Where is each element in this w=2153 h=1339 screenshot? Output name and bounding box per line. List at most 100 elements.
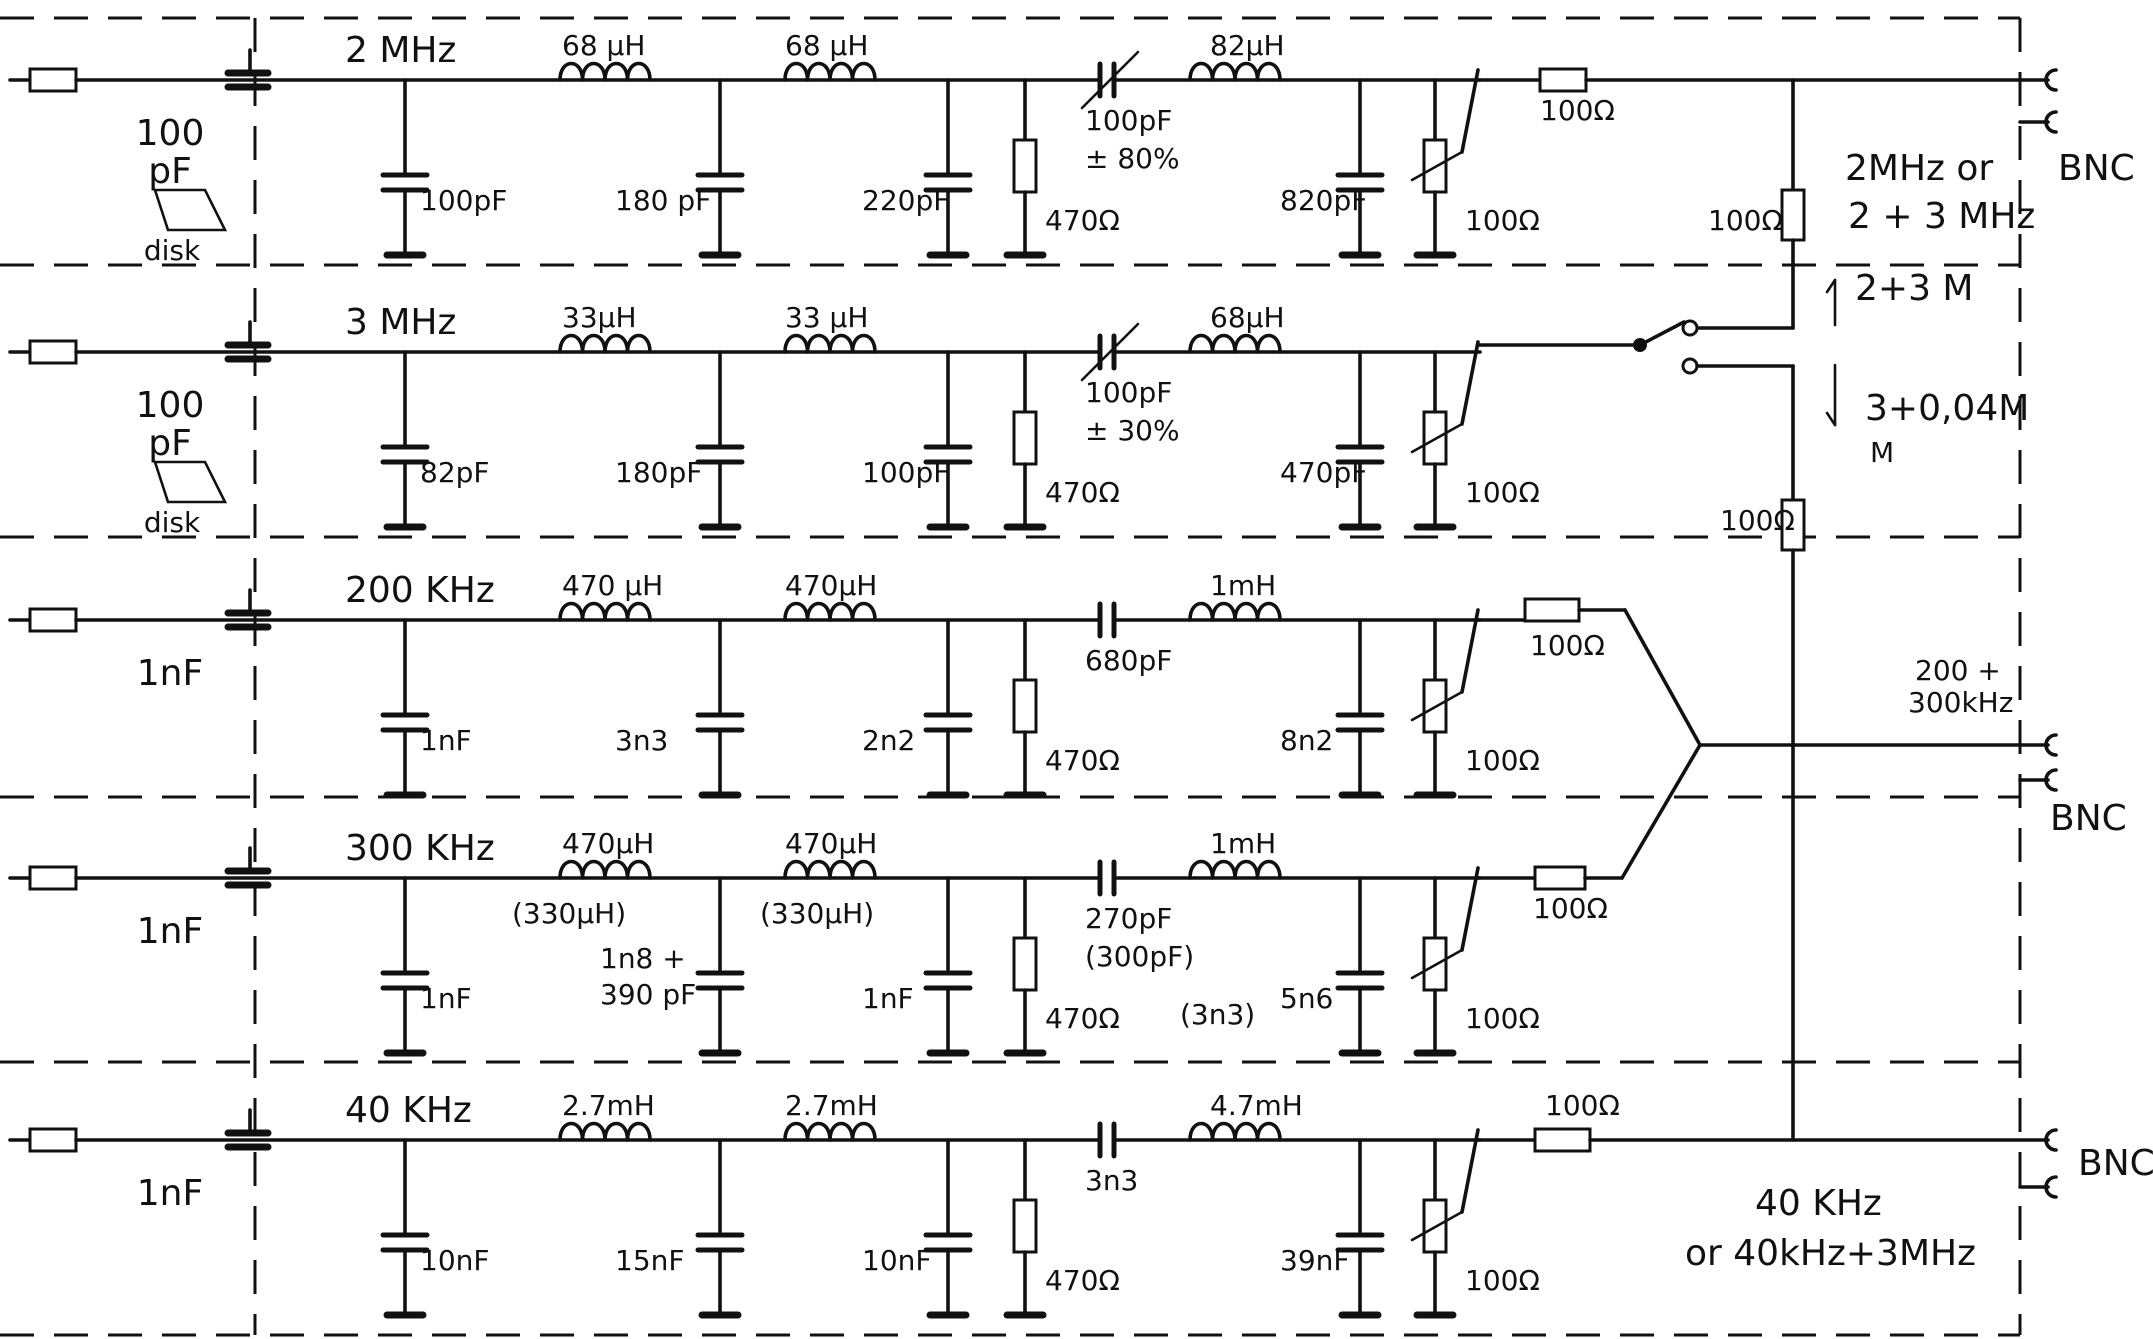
series-capacitor (1080, 322, 1140, 382)
feedthrough-capacitor (224, 320, 272, 363)
coupling-label: 100 (136, 113, 205, 154)
coupling-label: 100 (136, 385, 205, 426)
inductor-3-value: 68µH (1210, 301, 1285, 334)
output-label-40k-line2: or 40kHz+3MHz (1685, 1233, 1976, 1274)
inductor-1-value: 470 µH (562, 569, 663, 602)
shunt-capacitor-2 (695, 350, 745, 531)
shunt-capacitor-3-value: 2n2 (862, 724, 915, 757)
inductor-1-value: 2.7mH (562, 1089, 655, 1122)
shunt-capacitor-1 (380, 78, 430, 259)
output-resistor-300k-value: 100Ω (1533, 892, 1608, 925)
shunt-capacitor-1 (380, 618, 430, 799)
frequency-label: 40 KHz (345, 1090, 472, 1131)
shunt-capacitor-1-value: 1nF (420, 724, 472, 757)
shunt-capacitor-3-value: 100pF (862, 456, 949, 489)
arrow-up-head (1825, 278, 1837, 294)
load-resistor-value: 470Ω (1045, 1264, 1120, 1297)
switch-contact-up (1681, 319, 1699, 337)
output-label-40k-line1: 40 KHz (1755, 1183, 1882, 1224)
series-capacitor (1080, 50, 1140, 110)
series-capacitor (1097, 601, 1117, 639)
coupling-label: 1nF (137, 1173, 203, 1214)
shunt-capacitor-2 (695, 618, 745, 799)
inductor-2-value: 33 µH (785, 301, 868, 334)
inductor-3-value: 82µH (1210, 29, 1285, 62)
inductor-1-alt-value: (330µH) (512, 897, 626, 930)
res-body (1012, 678, 1038, 734)
inductor-2 (783, 333, 877, 354)
trim-potentiometer (1410, 866, 1480, 1057)
series-capacitor (1097, 859, 1117, 897)
shunt-capacitor-1-value: 82pF (420, 456, 490, 489)
shield-borders (0, 16, 2022, 1337)
series-capacitor-value: 100pF (1085, 376, 1172, 409)
output-resistor-40k-value: 100Ω (1545, 1089, 1620, 1122)
shunt-capacitor-2-value: 15nF (615, 1244, 684, 1277)
inductor-coil (1188, 859, 1282, 880)
frequency-label: 200 KHz (345, 570, 495, 611)
pot-wiper-arrow (1410, 422, 1464, 454)
inductor-coil (1188, 61, 1282, 82)
switch-up-label: 2+3 M (1855, 268, 1973, 309)
inductor-3-value: 1mH (1210, 569, 1276, 602)
output-resistor-200k (1523, 597, 1581, 623)
output-resistor-300k (1533, 865, 1587, 891)
shunt-capacitor-1-value: 10nF (420, 1244, 489, 1277)
shunt-capacitor-4-value: 39nF (1280, 1244, 1349, 1277)
pot-wiper-lead (1460, 866, 1480, 952)
shunt-capacitor-2 (695, 78, 745, 259)
shunt-capacitor-2-value: 3n3 (615, 724, 668, 757)
series-capacitor-value: ± 30% (1085, 414, 1180, 447)
res-body (1523, 597, 1581, 623)
shunt-capacitor-1 (380, 350, 430, 531)
shunt-capacitor-4 (1335, 876, 1385, 1057)
variable-cap-arrow (1080, 322, 1140, 382)
bnc-connector-2 (2018, 733, 2058, 792)
shunt-capacitor-3 (923, 1138, 973, 1319)
res-body (1012, 138, 1038, 194)
shunt-capacitor-1 (380, 1138, 430, 1319)
res-body (28, 1127, 78, 1153)
pot-wiper-arrow (1410, 150, 1464, 182)
feedthrough-capacitor (224, 1108, 272, 1151)
output-resistor-2m-value: 100Ω (1540, 94, 1615, 127)
pot-wiper-lead (1460, 608, 1480, 694)
input-resistor (28, 865, 78, 891)
res-body (28, 607, 78, 633)
load-resistor (1003, 618, 1047, 799)
pot-wiper-arrow (1410, 948, 1464, 980)
output-resistor-40k (1533, 1127, 1592, 1153)
inductor-3-value: 1mH (1210, 827, 1276, 860)
inductor-1 (558, 61, 652, 82)
inductor-coil (783, 859, 877, 880)
inductor-coil (783, 601, 877, 622)
series-capacitor-value: (300pF) (1085, 940, 1194, 973)
pot-wiper-lead (1460, 1128, 1480, 1214)
series-capacitor-value: 680pF (1085, 644, 1172, 677)
inductor-coil (558, 333, 652, 354)
res-body (28, 67, 78, 93)
res-body (1533, 1127, 1592, 1153)
inductor-coil (1188, 333, 1282, 354)
coupling-label: pF (148, 423, 192, 464)
inductor-2-value: 470µH (785, 827, 877, 860)
bnc-center (2044, 1128, 2058, 1152)
arrow-down-head (1825, 411, 1837, 427)
coupling-label: 1nF (137, 911, 203, 952)
series-cap-gap (1100, 862, 1114, 894)
coupling-label: 1nF (137, 653, 203, 694)
output-label-2m-line1: 2MHz or (1845, 148, 1993, 189)
feedthrough-capacitor (224, 846, 272, 889)
trim-potentiometer (1410, 68, 1480, 259)
feedthrough-capacitor (224, 588, 272, 631)
shunt-capacitor-1-value: 1nF (420, 982, 472, 1015)
shunt-capacitor-3 (923, 78, 973, 259)
selector-switch (1633, 319, 1699, 375)
inductor-3 (1188, 1121, 1282, 1142)
series-cap-gap (1100, 604, 1114, 636)
shunt-capacitor-2-value: 180 pF (615, 184, 711, 217)
res-body (1012, 936, 1038, 992)
res-body (1012, 410, 1038, 466)
